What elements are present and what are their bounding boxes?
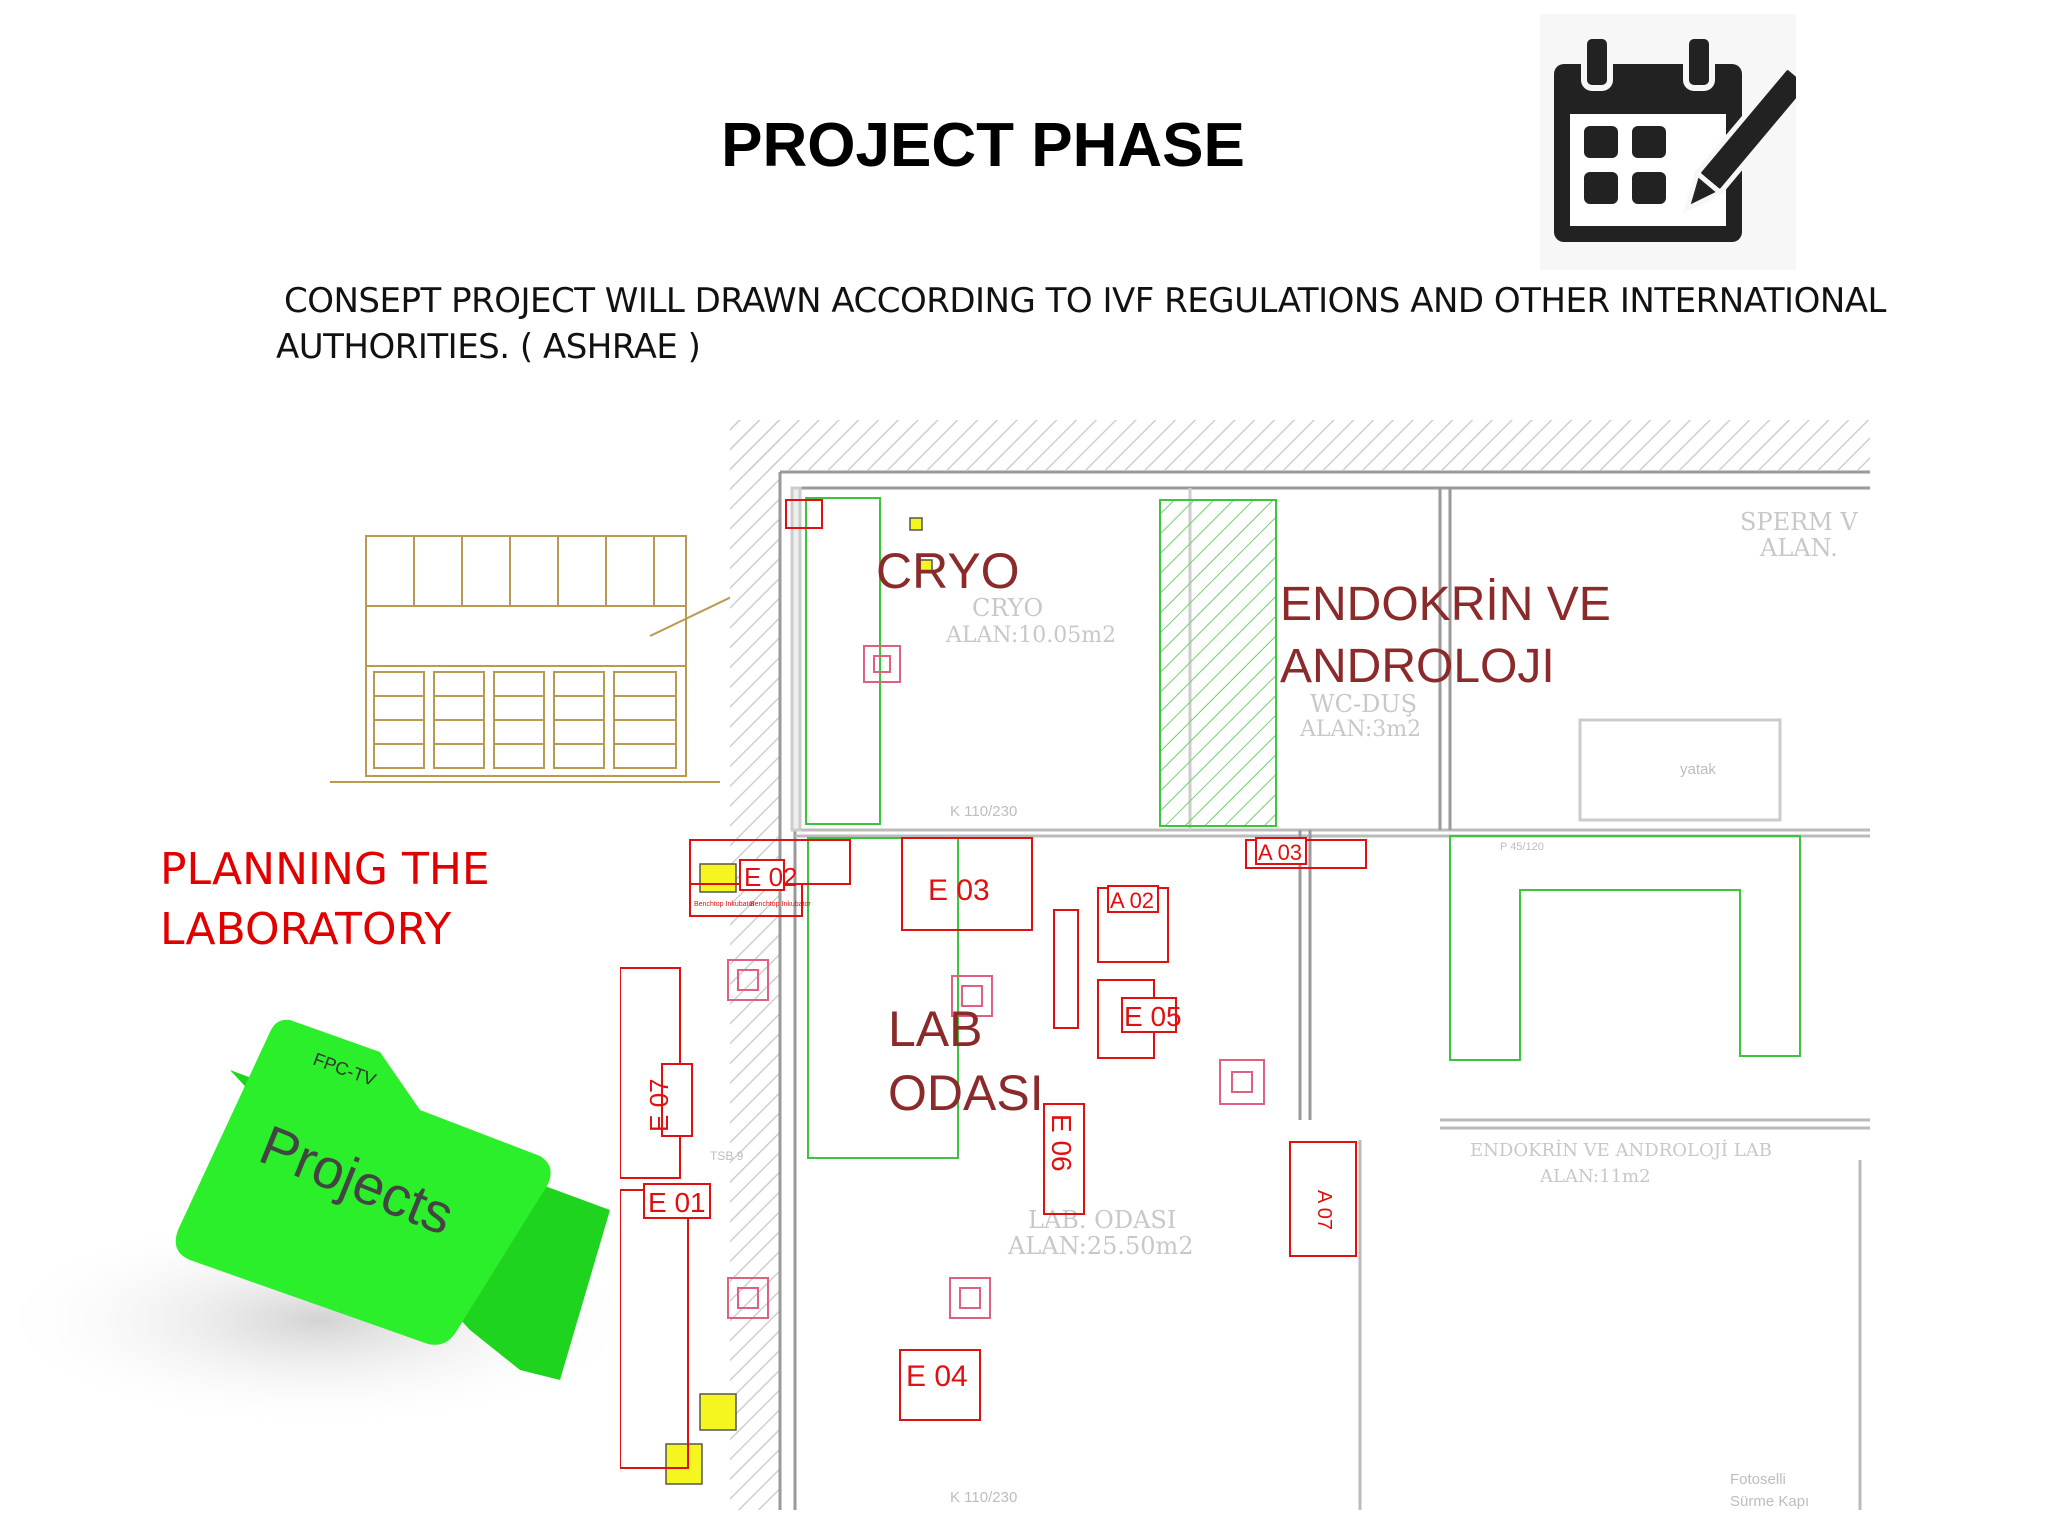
project-description: CONSEPT PROJECT WILL DRAWN ACCORDING TO … <box>276 278 1924 370</box>
door-label-3: P 45/120 <box>1500 841 1544 853</box>
air-diffuser-3 <box>727 1277 769 1319</box>
projects-folder-icon: FPC-TV Projects <box>0 960 650 1430</box>
page-title: PROJECT PHASE <box>721 111 1245 180</box>
planning-laboratory-label: PLANNING THE LABORATORY <box>160 840 490 960</box>
e04-bench <box>899 1349 981 1421</box>
tsb-label: TSB 9 <box>710 1149 744 1163</box>
a02-label: A 02 <box>1110 888 1154 913</box>
e06-unit <box>1043 1103 1085 1215</box>
e06-label: E 06 <box>1046 1114 1077 1172</box>
air-diffuser-1 <box>727 959 769 1001</box>
lab-area-label: ALAN:25.50m2 <box>1007 1232 1194 1260</box>
cryo-rack-top <box>785 499 823 529</box>
e01-counter <box>619 1189 689 1469</box>
wc-area-label: ALAN:3m2 <box>1299 717 1421 742</box>
wc-label: WC-DUŞ <box>1310 690 1417 718</box>
lab-room-label-1: LAB <box>888 1001 983 1057</box>
e02-label: E 02 <box>744 862 798 892</box>
outer-wall-top <box>730 420 1870 470</box>
a07-bench <box>1289 1141 1357 1257</box>
foto-label-2: Sürme Kapı <box>1730 1493 1809 1510</box>
planning-line-2: LABORATORY <box>160 904 452 955</box>
cryo-room-label: CRYO <box>876 543 1020 599</box>
e05-label: E 05 <box>1124 1001 1182 1032</box>
cabinet-elevation-drawing <box>320 520 851 805</box>
foto-label-1: Fotoselli <box>1730 1471 1786 1488</box>
bench-label-2: Benchtop Inkubator <box>750 901 811 908</box>
a07-label: A 07 <box>1313 1190 1335 1230</box>
outer-wall-left <box>730 420 780 1510</box>
door-label-2: K 110/230 <box>950 1489 1017 1506</box>
lab-room-outline <box>807 837 959 1159</box>
endo-lab-counter <box>1449 835 1801 1061</box>
e01-label: E 01 <box>648 1187 706 1218</box>
e03-label: E 03 <box>928 874 990 907</box>
calendar-edit-icon <box>1540 14 1811 270</box>
cryo-room-outline <box>805 497 881 825</box>
air-diffuser-5 <box>1219 1059 1265 1105</box>
yellow-equipment <box>665 517 933 1485</box>
description-line-2: AUTHORITIES. ( ASHRAE ) <box>276 327 701 367</box>
e07-label: E 07 <box>644 1079 674 1133</box>
yatak-label: yatak <box>1680 761 1716 778</box>
description-line-1: CONSEPT PROJECT WILL DRAWN ACCORDING TO … <box>284 281 1886 321</box>
e03-bench <box>901 837 1033 931</box>
sperm-label-1: SPERM V <box>1740 508 1858 536</box>
bench-label-1: Benchtop Inkubator <box>694 901 755 908</box>
cryo-small-label: CRYO <box>972 594 1043 622</box>
endo-room-label-1: ENDOKRİN VE <box>1280 578 1611 631</box>
e04-label: E 04 <box>906 1360 968 1393</box>
endo-small-label: ENDOKRİN VE ANDROLOJİ LAB <box>1470 1138 1772 1161</box>
air-diffuser-2 <box>951 975 993 1017</box>
endo-rack-left <box>1053 909 1079 1029</box>
air-diffuser-6 <box>863 645 901 683</box>
air-diffuser-4 <box>949 1277 991 1319</box>
endo-room-label-2: ANDROLOJI <box>1280 640 1555 693</box>
endo-small-area-label: ALAN:11m2 <box>1539 1166 1651 1187</box>
lab-small-label: LAB. ODASI <box>1028 1206 1176 1234</box>
cryo-area-label: ALAN:10.05m2 <box>945 623 1116 648</box>
a03-label: A 03 <box>1258 840 1302 865</box>
planning-line-1: PLANNING THE <box>160 844 490 895</box>
door-label-1: K 110/230 <box>950 803 1017 820</box>
hatched-corridor <box>1159 499 1277 827</box>
sperm-label-2: ALAN. <box>1759 534 1838 562</box>
lab-room-label-2: ODASI <box>888 1065 1044 1121</box>
floor-plan: CRYO ALAN:10.05m2 WC-DUŞ ALAN:3m2 SPERM … <box>619 420 1870 1535</box>
